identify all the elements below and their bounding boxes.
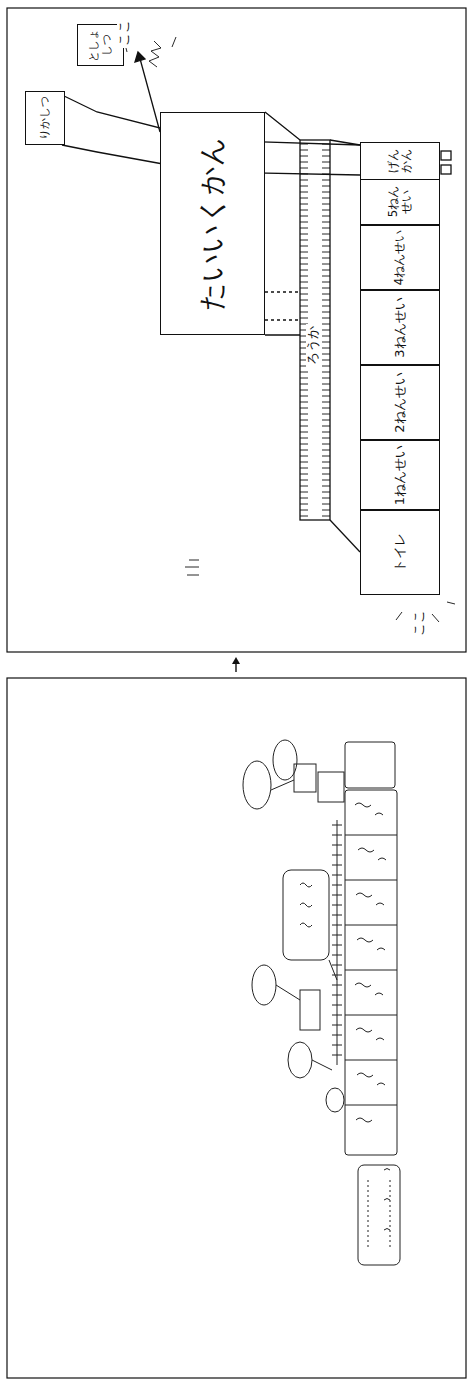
room-box: 1ねんせい <box>360 440 440 510</box>
room-name: 1ねんせい <box>393 445 408 505</box>
scribble <box>185 560 199 575</box>
room-box: げんかん <box>360 142 440 180</box>
room-name: としょしつ <box>88 28 113 62</box>
panel-border <box>7 678 466 1378</box>
room-name: げんかん <box>387 146 414 176</box>
side-room-box: りかしつ <box>25 91 65 145</box>
leader-arrowhead <box>135 52 145 62</box>
room-box: 5ねんせい <box>360 178 440 225</box>
corridor-label: ろうか <box>306 324 321 367</box>
small-sketch <box>243 740 400 1265</box>
note-label: ここ <box>117 18 132 48</box>
gym-link <box>265 112 300 335</box>
corridor-hatch <box>300 144 330 516</box>
rotated-frame: たいいくかんトイレ 1ねんせい 2ねんせい 3ねんせい 4ねんせい 5ねんせい げんかん りか… <box>7 8 466 652</box>
entrance-step <box>441 151 451 160</box>
panel-arrow <box>232 657 240 672</box>
room-box: 3ねんせい <box>360 290 440 365</box>
room-name: 2ねんせい <box>393 372 408 432</box>
gym-link <box>265 292 300 320</box>
gym-box: たいいくかん <box>160 112 265 335</box>
corridor-band <box>300 140 330 520</box>
room-name: 3ねんせい <box>393 297 408 357</box>
room-name: トイレ <box>393 533 408 572</box>
entrance-step <box>441 165 451 174</box>
corridor-link <box>330 520 360 552</box>
room-name: 5ねんせい <box>387 182 414 221</box>
note-label: ここ <box>412 608 427 638</box>
room-name: 4ねんせい <box>393 230 406 285</box>
room-name: たいいくかん <box>196 137 228 311</box>
room-box: トイレ <box>360 510 440 595</box>
top-panel: たいいくかんトイレ 1ねんせい 2ねんせい 3ねんせい 4ねんせい 5ねんせい げんかん りか… <box>7 8 466 652</box>
panel-border <box>7 8 466 652</box>
room-box: 4ねんせい <box>360 225 440 290</box>
room-name: りかしつ <box>39 96 51 140</box>
star-scribble <box>125 37 176 67</box>
room-box: 2ねんせい <box>360 365 440 440</box>
